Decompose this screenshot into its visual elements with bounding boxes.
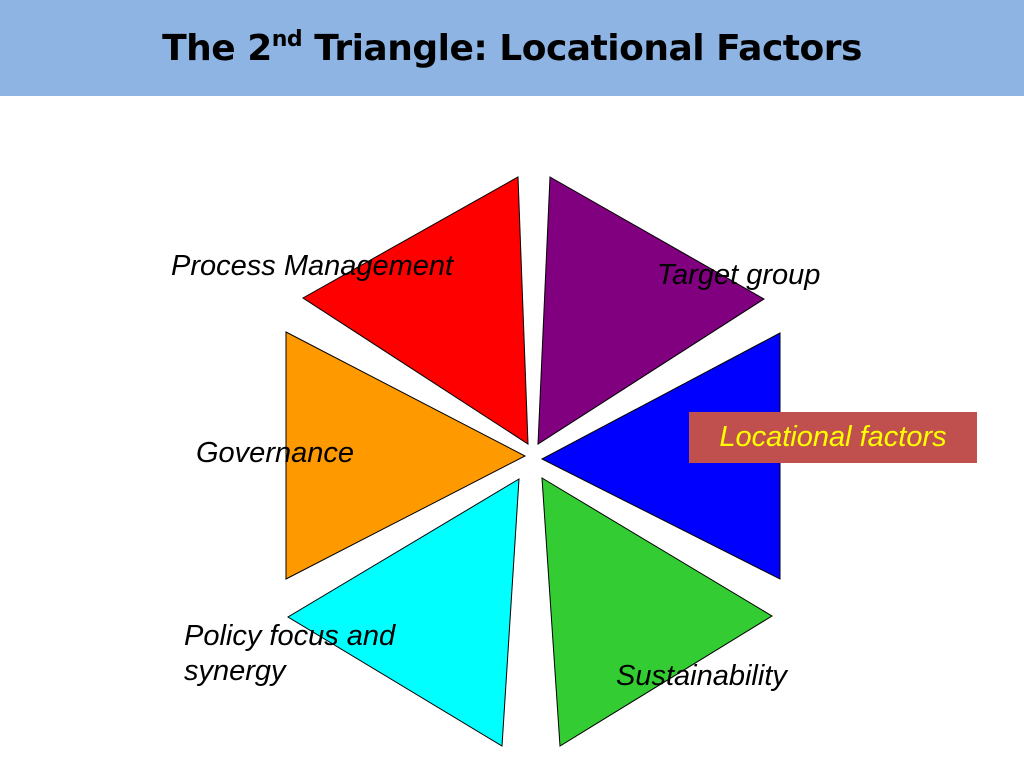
label-target-group: Target group xyxy=(657,259,821,291)
slide-title: The 2nd Triangle: Locational Factors xyxy=(162,28,862,69)
triangle-policy-focus xyxy=(287,478,520,747)
title-suffix: Triangle: Locational Factors xyxy=(302,27,862,69)
triangle-sustainability xyxy=(541,477,773,747)
label-process-management: Process Management xyxy=(171,250,454,282)
title-prefix: The 2 xyxy=(162,27,272,69)
label-governance: Governance xyxy=(196,437,354,469)
label-locational-factors-highlight: Locational factors xyxy=(689,412,977,463)
title-superscript: nd xyxy=(271,26,303,52)
triangle-governance xyxy=(285,331,527,580)
label-sustainability: Sustainability xyxy=(616,660,787,692)
label-policy-focus-and-synergy: Policy focus and synergy xyxy=(184,620,396,687)
triangle-process-management xyxy=(302,176,529,445)
triangle-target-group xyxy=(537,176,765,445)
title-bar: The 2nd Triangle: Locational Factors xyxy=(0,0,1024,96)
